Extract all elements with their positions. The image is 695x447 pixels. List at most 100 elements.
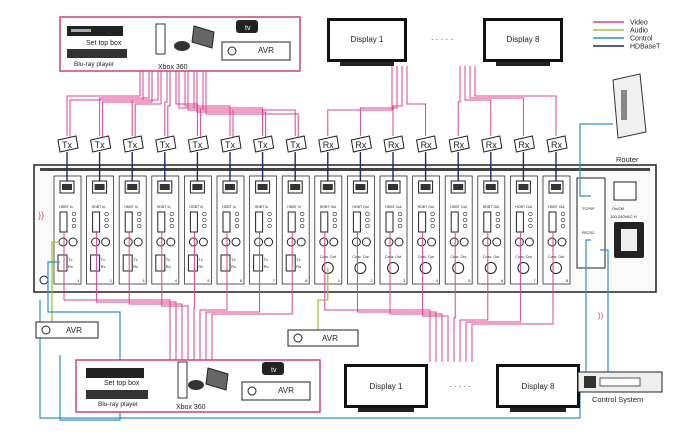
audio-jack — [157, 238, 165, 246]
status-led — [72, 212, 76, 216]
rj45-port-contacts — [62, 184, 72, 190]
audio-jack — [352, 238, 360, 246]
status-led — [561, 224, 565, 228]
bottom-sources-group: Set top box Blu-ray player Xbox 360 tv A… — [76, 360, 320, 412]
top-display-8-label: Display 8 — [507, 35, 540, 44]
rx-label: Rx — [518, 140, 529, 150]
bottom-set-top-box-label: Set top box — [104, 380, 140, 387]
video-wire-source-to-tx — [168, 71, 170, 137]
audio-jack — [515, 238, 523, 246]
status-led — [170, 212, 174, 216]
video-wire-source-to-tx — [197, 71, 266, 137]
port-label: HDBT In — [287, 205, 301, 209]
status-led — [105, 224, 109, 228]
status-led — [170, 218, 174, 222]
coax-out-label: Coax. Out — [515, 255, 531, 259]
ir-terminal — [123, 255, 132, 271]
status-led — [300, 224, 304, 228]
bottom-apple-tv-label: tv — [271, 367, 277, 374]
audio-jack — [265, 238, 273, 246]
audio-jack — [428, 238, 436, 246]
tx-label: Tx — [258, 140, 268, 150]
coax-out-label: Coax. Out — [320, 255, 336, 259]
power-switch[interactable] — [614, 182, 636, 200]
hdmi-port — [353, 212, 360, 232]
ir-rx-label: Rx — [133, 264, 138, 269]
bottom-set-top-box-device — [86, 368, 144, 378]
router-device — [613, 74, 646, 138]
status-led — [561, 218, 565, 222]
status-led — [398, 212, 402, 216]
rj45-port-contacts — [290, 184, 300, 190]
tx-label: Tx — [192, 140, 202, 150]
coax-out-label: Coax. Out — [450, 255, 466, 259]
hdmi-port — [386, 212, 393, 232]
port-label: HDBT Out — [483, 205, 500, 209]
tx-label: Tx — [290, 140, 300, 150]
audio-jack — [483, 238, 491, 246]
video-wire-source-to-tx — [135, 71, 161, 137]
audio-jack — [232, 238, 240, 246]
rj45-port-contacts — [551, 184, 561, 190]
rj45-port-contacts — [225, 184, 235, 190]
audio-jack — [548, 238, 556, 246]
hdmi-port — [549, 212, 556, 232]
port-label: HDBT In — [222, 205, 236, 209]
status-led — [333, 224, 337, 228]
bottom-display-1-label: Display 1 — [370, 382, 403, 391]
set-top-box-label: Set top box — [86, 40, 122, 47]
rj45-port-contacts — [518, 184, 528, 190]
audio-jack — [59, 238, 67, 246]
tx-label: Tx — [160, 140, 170, 150]
hdmi-port — [60, 212, 67, 232]
audio-jack — [525, 238, 533, 246]
ir-terminal — [254, 255, 263, 271]
ir-rx-label: Rx — [198, 264, 203, 269]
bluray-label: Blu-ray player — [74, 61, 115, 68]
bottom-xbox-label: Xbox 360 — [176, 404, 206, 411]
port-label: HDBT In — [59, 205, 73, 209]
port-label: HDBT Out — [450, 205, 467, 209]
rj45-port-contacts — [160, 184, 170, 190]
audio-jack — [418, 238, 426, 246]
audio-jack — [199, 238, 207, 246]
audio-jack — [558, 238, 566, 246]
hdmi-port — [256, 212, 263, 232]
coax-out-jack — [355, 263, 366, 274]
tcpip-label: TCP/IP — [582, 206, 595, 211]
hdmi-port — [484, 212, 491, 232]
bottom-xbox-controller-icon — [188, 380, 204, 390]
hdmi-port — [451, 212, 458, 232]
hdmi-port — [419, 212, 426, 232]
coax-out-jack — [485, 263, 496, 274]
legend-label-control: Control — [630, 36, 653, 43]
control-system-label: Control System — [592, 395, 643, 404]
coax-out-label: Coax. Out — [483, 255, 499, 259]
ir-rx-label: Rx — [231, 264, 236, 269]
status-led — [300, 218, 304, 222]
coax-out-jack — [551, 263, 562, 274]
top-display-dots: · · · · · — [431, 35, 453, 44]
avr-left-group: AVR — [36, 322, 98, 338]
video-wire-source-to-tx — [203, 71, 295, 136]
status-led — [529, 218, 533, 222]
video-wire-rx-to-display — [470, 66, 523, 136]
status-led — [529, 212, 533, 216]
audio-jack — [493, 238, 501, 246]
rj45-port-contacts — [486, 184, 496, 190]
status-led — [72, 218, 76, 222]
audio-jack — [167, 238, 175, 246]
legend-label-audio: Audio — [630, 28, 648, 35]
port-label: HDBT Out — [418, 205, 435, 209]
top-display-1-label: Display 1 — [351, 35, 384, 44]
bottom-display-8-label: Display 8 — [522, 382, 555, 391]
rj45-port-contacts — [258, 184, 268, 190]
rj45-port-contacts — [388, 184, 398, 190]
rj45-port-contacts — [355, 184, 365, 190]
status-led — [496, 224, 500, 228]
ir-rx-label: Rx — [101, 264, 106, 269]
coax-out-jack — [388, 263, 399, 274]
